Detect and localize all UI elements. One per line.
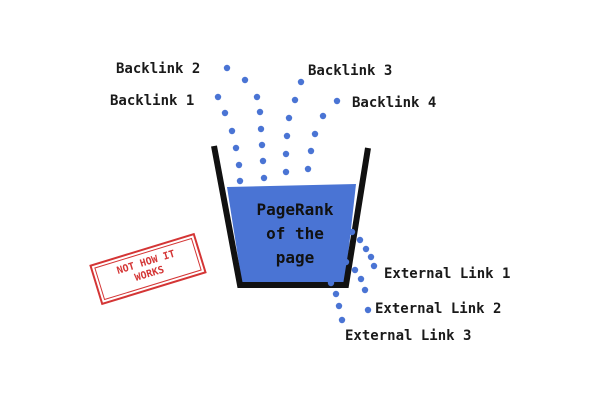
backlink-3-dot — [285, 114, 293, 122]
external-1-dot — [370, 262, 378, 270]
backlink-4-label: Backlink 4 — [352, 95, 437, 111]
external-3-dot — [335, 302, 343, 310]
backlink-3-label: Backlink 3 — [308, 63, 393, 79]
external-1-dot — [362, 245, 370, 253]
external-1-dot — [356, 236, 364, 244]
backlink-2-dot — [256, 108, 264, 116]
backlink-2-dot — [241, 76, 249, 84]
bucket-label-line-2: of the — [266, 224, 324, 243]
backlink-3-dot — [297, 78, 305, 86]
bucket-label: PageRank of the page — [240, 198, 350, 270]
external-3-dot — [327, 279, 335, 287]
bucket-water — [227, 184, 356, 283]
backlink-2-dot — [258, 141, 266, 149]
bucket-label-line-3: page — [275, 248, 315, 267]
backlink-2-dot — [259, 157, 267, 165]
bucket-outline — [211, 145, 371, 288]
backlink-1-dot — [228, 127, 236, 135]
external-link-3-label: External Link 3 — [345, 328, 472, 344]
backlink-2-dot — [253, 93, 261, 101]
backlink-4-dot — [319, 112, 327, 120]
external-3-dot — [332, 290, 340, 298]
backlink-1-dot — [214, 93, 222, 101]
external-2-dot — [364, 306, 372, 314]
backlink-2-label: Backlink 2 — [116, 61, 201, 77]
backlink-4-dot — [311, 130, 319, 138]
external-1-dot — [367, 253, 375, 261]
external-1-dot — [348, 228, 356, 236]
external-link-2-label: External Link 2 — [375, 301, 502, 317]
backlink-2-dot — [257, 125, 265, 133]
bucket-label-line-1: PageRank — [256, 200, 334, 219]
backlink-4-dot — [304, 165, 312, 173]
backlink-1-label: Backlink 1 — [110, 93, 195, 109]
dot-streams — [214, 64, 378, 324]
external-3-dot — [338, 316, 346, 324]
backlink-1-dot — [232, 144, 240, 152]
backlink-4-dot — [307, 147, 315, 155]
external-2-dot — [357, 275, 365, 283]
external-link-1-label: External Link 1 — [384, 266, 511, 282]
backlink-2-dot — [223, 64, 231, 72]
backlink-4-dot — [333, 97, 341, 105]
external-2-dot — [342, 258, 350, 266]
backlink-2-dot — [260, 174, 268, 182]
backlink-3-dot — [283, 132, 291, 140]
external-2-dot — [351, 266, 359, 274]
backlink-3-dot — [291, 96, 299, 104]
backlink-1-dot — [235, 161, 243, 169]
backlink-3-dot — [282, 168, 290, 176]
backlink-1-dot — [221, 109, 229, 117]
backlink-3-dot — [282, 150, 290, 158]
backlink-1-dot — [236, 177, 244, 185]
external-2-dot — [361, 286, 369, 294]
